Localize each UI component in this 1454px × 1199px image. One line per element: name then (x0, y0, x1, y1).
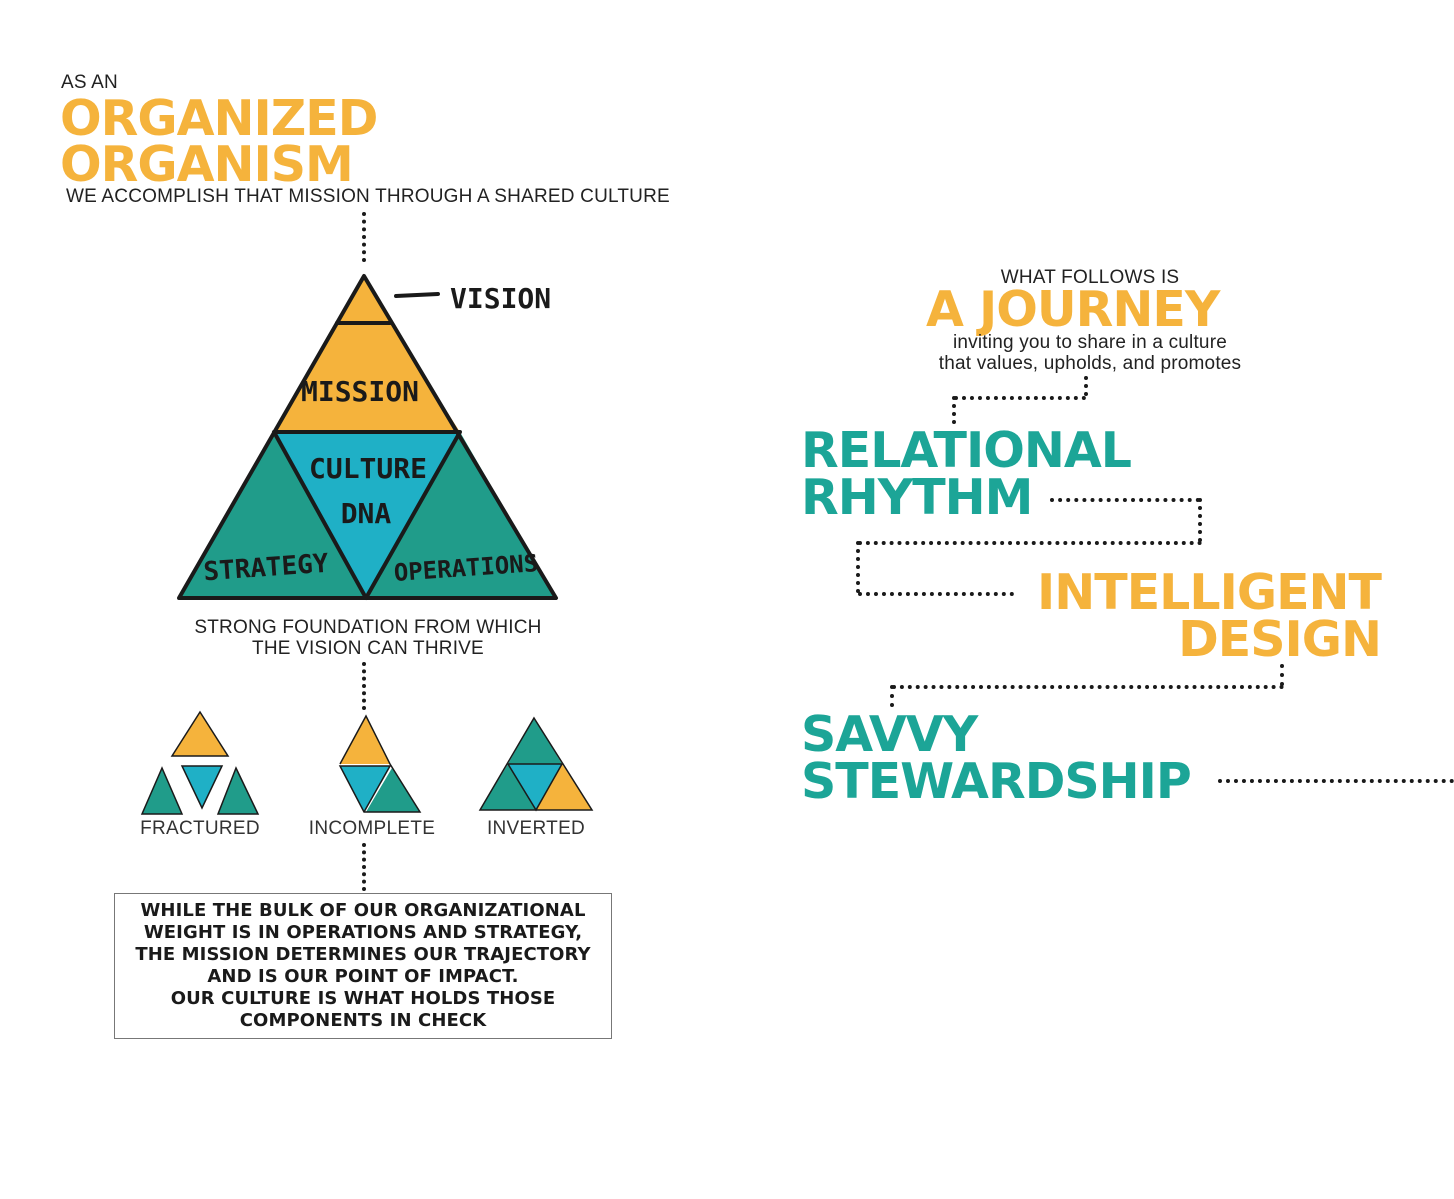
connector-dots (952, 396, 956, 424)
title-line-1: ORGANIZED (60, 90, 378, 147)
connector-dots (1050, 498, 1200, 502)
foundation-line-1: STRONG FOUNDATION FROM WHICH (194, 617, 542, 638)
connector-dots (858, 541, 1202, 545)
connector-dots (362, 843, 366, 891)
pyramid-diagram: VISION MISSION CULTURE DNA STRATEGY OPER… (177, 274, 558, 600)
culture-label: CULTURE (309, 452, 427, 485)
incomplete-triangle-icon (338, 714, 422, 813)
variant-label-incomplete: INCOMPLETE (308, 818, 436, 839)
variant-label-inverted: INVERTED (486, 818, 586, 839)
foundation-line-2: THE VISION CAN THRIVE (252, 638, 484, 659)
fractured-triangle-icon (140, 710, 260, 815)
callout-text: WHILE THE BULK OF OUR ORGANIZATIONAL WEI… (135, 900, 591, 1031)
mission-label: MISSION (301, 375, 419, 408)
connector-dots (1218, 779, 1454, 783)
item-intelligent-line-2: DESIGN (1178, 611, 1382, 668)
culture-segment (274, 432, 460, 598)
journey-pre-title: WHAT FOLLOWS IS (1000, 267, 1180, 288)
connector-dots (1280, 664, 1284, 686)
vision-segment (337, 276, 390, 323)
operations-segment (366, 432, 556, 598)
connector-dots (362, 212, 366, 262)
connector-dots (892, 685, 1284, 689)
journey-subtitle-1: inviting you to share in a culture (952, 332, 1227, 353)
item-intelligent-line-1: INTELLIGENT (1037, 564, 1382, 621)
subtitle: WE ACCOMPLISH THAT MISSION THROUGH A SHA… (66, 186, 670, 207)
connector-dots (858, 592, 1014, 596)
vision-pointer (394, 292, 440, 298)
strategy-segment (179, 432, 366, 598)
journey-title: A JOURNEY (926, 281, 1220, 338)
variant-label-fractured: FRACTURED (140, 818, 260, 839)
dna-label: DNA (341, 497, 392, 530)
connector-dots (890, 685, 894, 707)
journey-subtitle-2: that values, upholds, and promotes (938, 353, 1242, 374)
connector-dots (362, 662, 366, 710)
inverted-triangle-icon (478, 716, 594, 812)
title-line-2: ORGANISM (60, 136, 354, 193)
item-relational-line-1: RELATIONAL (801, 422, 1132, 479)
vision-label: VISION (450, 282, 551, 315)
connector-dots (1084, 376, 1088, 396)
callout-box: WHILE THE BULK OF OUR ORGANIZATIONAL WEI… (114, 893, 612, 1039)
connector-dots (856, 541, 860, 593)
connector-dots (954, 396, 1086, 400)
item-savvy-line-2: STEWARDSHIP (801, 753, 1192, 810)
item-relational-line-2: RHYTHM (801, 469, 1033, 526)
pre-title: AS AN (61, 72, 118, 93)
mission-segment (274, 323, 460, 432)
connector-dots (1198, 498, 1202, 542)
item-savvy-line-1: SAVVY (801, 706, 978, 763)
